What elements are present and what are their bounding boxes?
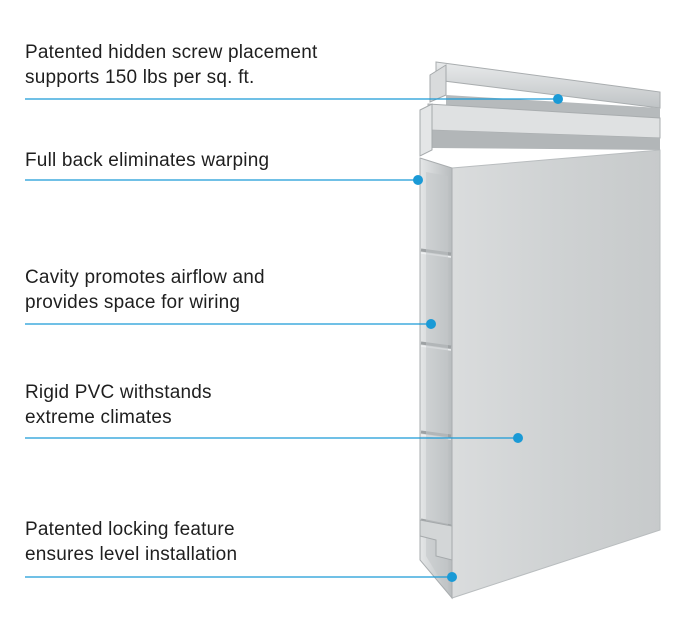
callout-full-back: Full back eliminates warping <box>25 148 269 173</box>
leader-dot-cavity <box>426 319 436 329</box>
callout-line: Patented locking feature <box>25 519 235 540</box>
leader-dot-pvc <box>513 433 523 443</box>
leader-dot-screw <box>553 94 563 104</box>
callout-screw-placement: Patented hidden screw placement supports… <box>25 40 317 90</box>
callout-line: ensures level installation <box>25 544 238 565</box>
callout-line: Full back eliminates warping <box>25 150 270 171</box>
leader-dot-back <box>413 175 423 185</box>
leader-dots <box>413 94 563 582</box>
callout-line: provides space for wiring <box>25 292 241 313</box>
leader-lines <box>25 98 558 578</box>
callout-line: extreme climates <box>25 407 172 428</box>
callout-rigid-pvc: Rigid PVC withstands extreme climates <box>25 380 212 430</box>
callout-locking-feature: Patented locking feature ensures level i… <box>25 517 237 567</box>
callout-cavity: Cavity promotes airflow and provides spa… <box>25 265 265 315</box>
callout-line: supports 150 lbs per sq. ft. <box>25 67 255 88</box>
panel-front-face <box>451 149 661 599</box>
locking-feature <box>419 519 453 561</box>
callout-line: Cavity promotes airflow and <box>25 267 265 288</box>
callout-line: Patented hidden screw placement <box>25 42 318 63</box>
leader-dot-locking <box>447 572 457 582</box>
callout-line: Rigid PVC withstands <box>25 382 212 403</box>
